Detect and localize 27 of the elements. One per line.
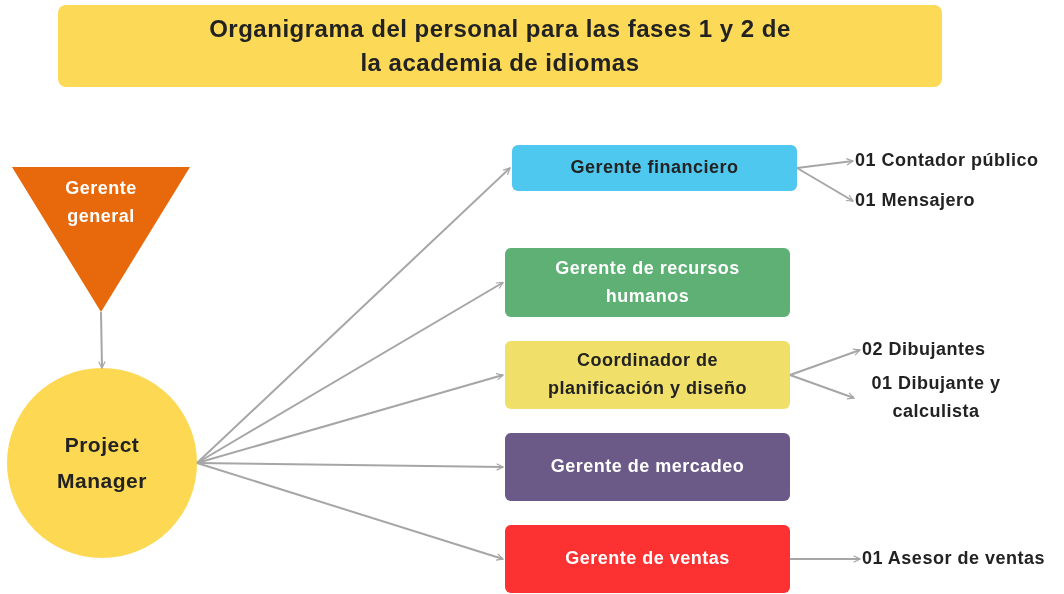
node-text: Gerente de recursos humanos — [554, 256, 741, 308]
arrow — [196, 462, 504, 561]
arrow — [796, 167, 854, 202]
process-box — [505, 433, 790, 501]
node-text: 01 Contador público — [855, 149, 1039, 173]
node-text: Gerente general — [64, 177, 138, 228]
arrow — [796, 158, 854, 169]
node-text: 02 Dibujantes — [862, 338, 986, 362]
process-box — [505, 248, 790, 317]
title-banner: Organigrama del personal para las fases 1 y 2 de la academia de idiomas — [58, 5, 942, 87]
arrow — [789, 374, 855, 400]
node-text: Gerente de mercadeo — [550, 455, 745, 479]
arrow — [789, 555, 861, 563]
node-text: Gerente financiero — [570, 156, 739, 180]
node-text: 01 Asesor de ventas — [862, 547, 1045, 571]
process-box — [505, 525, 790, 593]
triangle-node — [12, 167, 190, 312]
node-text: 01 Dibujante y calculista — [870, 372, 1002, 423]
process-box — [505, 341, 790, 409]
node-text: Project Manager — [56, 432, 148, 494]
node-text: Coordinador de planificación y diseño — [546, 349, 748, 400]
node-text: Gerente de ventas — [565, 547, 730, 571]
process-box — [512, 145, 797, 191]
arrow — [98, 311, 106, 369]
arrow — [789, 348, 861, 376]
arrow — [196, 167, 511, 464]
node-text: 01 Mensajero — [855, 189, 976, 213]
